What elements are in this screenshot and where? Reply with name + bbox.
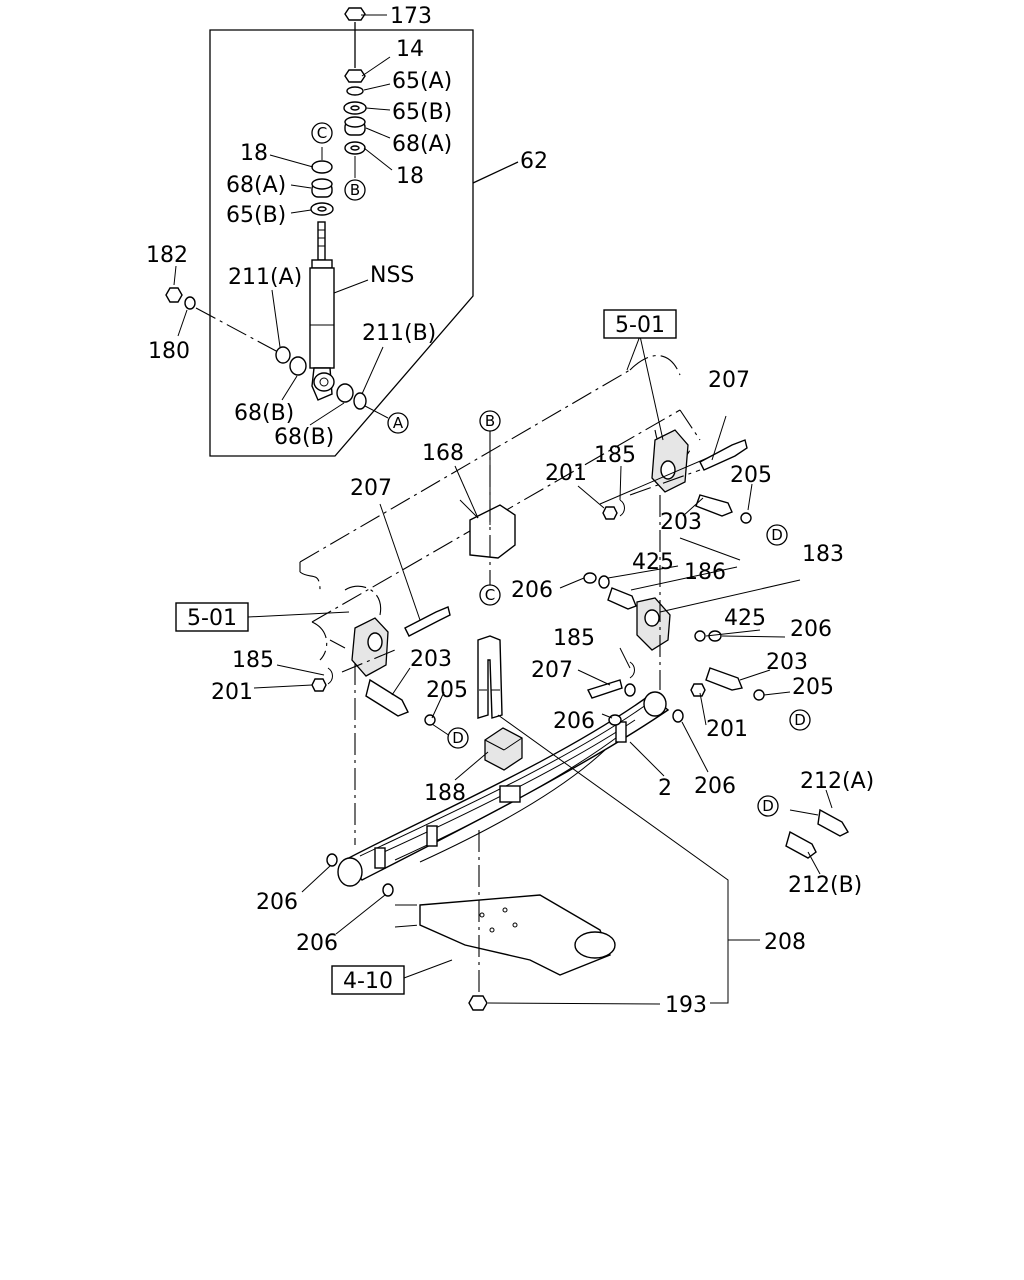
label-18-2: 18 bbox=[240, 141, 268, 166]
label-62: 62 bbox=[520, 149, 548, 174]
svg-text:C: C bbox=[317, 124, 327, 142]
label-201-3: 201 bbox=[706, 717, 748, 742]
shackle-hardware bbox=[311, 494, 849, 1011]
ref-box-5-01-top[interactable]: 5-01 bbox=[603, 309, 677, 339]
svg-text:B: B bbox=[350, 181, 360, 199]
rear-spring-hanger bbox=[351, 606, 451, 677]
label-18-1: 18 bbox=[396, 164, 424, 189]
label-185-3: 185 bbox=[232, 648, 274, 673]
part-labels: 173 14 65(A) 65(B) 68(A) 18 18 68(A) 65(… bbox=[146, 4, 874, 1018]
label-65b-2: 65(B) bbox=[226, 203, 286, 228]
label-203-1: 203 bbox=[660, 510, 702, 535]
label-203-2: 203 bbox=[410, 647, 452, 672]
label-207-1: 207 bbox=[708, 368, 750, 393]
svg-text:D: D bbox=[762, 797, 774, 815]
marker-b-168: B bbox=[479, 410, 501, 432]
label-212a: 212(A) bbox=[800, 769, 874, 794]
svg-text:C: C bbox=[485, 586, 495, 604]
label-207-3: 207 bbox=[531, 658, 573, 683]
label-186: 186 bbox=[684, 560, 726, 585]
label-206-5: 206 bbox=[256, 890, 298, 915]
label-205-1: 205 bbox=[730, 463, 772, 488]
label-188: 188 bbox=[424, 781, 466, 806]
svg-text:B: B bbox=[485, 412, 495, 430]
label-168: 168 bbox=[422, 441, 464, 466]
label-14: 14 bbox=[396, 37, 424, 62]
svg-text:D: D bbox=[452, 729, 464, 747]
label-68b-1: 68(B) bbox=[234, 401, 294, 426]
label-183: 183 bbox=[802, 542, 844, 567]
label-68b-2: 68(B) bbox=[274, 425, 334, 450]
label-206-3: 206 bbox=[553, 709, 595, 734]
svg-text:D: D bbox=[771, 526, 783, 544]
label-65b-1: 65(B) bbox=[392, 100, 452, 125]
label-207-2: 207 bbox=[350, 476, 392, 501]
label-206-2: 206 bbox=[790, 617, 832, 642]
marker-d-205b: D bbox=[447, 727, 469, 749]
ref-box-4-10[interactable]: 4-10 bbox=[331, 965, 405, 995]
marker-d-212: D bbox=[757, 795, 779, 817]
label-nss: NSS bbox=[370, 263, 414, 288]
label-206-1: 206 bbox=[511, 578, 553, 603]
label-212b: 212(B) bbox=[788, 873, 862, 898]
label-185-2: 185 bbox=[553, 626, 595, 651]
leader-lines bbox=[247, 335, 833, 1005]
label-206-6: 206 bbox=[296, 931, 338, 956]
svg-text:5-01: 5-01 bbox=[615, 313, 665, 338]
label-205-3: 205 bbox=[792, 675, 834, 700]
svg-text:4-10: 4-10 bbox=[343, 969, 393, 994]
label-425-1: 425 bbox=[632, 550, 674, 575]
label-203-3: 203 bbox=[766, 650, 808, 675]
u-bolt bbox=[477, 635, 503, 719]
label-205-2: 205 bbox=[426, 678, 468, 703]
label-206-4: 206 bbox=[694, 774, 736, 799]
label-68a-1: 68(A) bbox=[392, 132, 452, 157]
label-182: 182 bbox=[146, 243, 188, 268]
marker-c-top: C bbox=[311, 122, 333, 144]
label-185-1: 185 bbox=[594, 443, 636, 468]
label-68a-2: 68(A) bbox=[226, 173, 286, 198]
axle-seat bbox=[394, 894, 616, 976]
label-65a-1: 65(A) bbox=[392, 69, 452, 94]
label-193: 193 bbox=[665, 993, 707, 1018]
svg-text:A: A bbox=[393, 414, 404, 432]
marker-b-top: B bbox=[344, 179, 366, 201]
marker-d-205a: D bbox=[766, 524, 788, 546]
marker-d-205c: D bbox=[789, 709, 811, 731]
svg-text:5-01: 5-01 bbox=[187, 606, 237, 631]
label-2: 2 bbox=[658, 776, 672, 801]
label-211b: 211(B) bbox=[362, 321, 436, 346]
shock-absorber-assembly bbox=[165, 7, 519, 457]
label-173: 173 bbox=[390, 4, 432, 29]
marker-a-shock: A bbox=[387, 412, 409, 434]
label-425-2: 425 bbox=[724, 606, 766, 631]
label-208: 208 bbox=[764, 930, 806, 955]
bump-stopper bbox=[484, 727, 523, 771]
marker-c-168: C bbox=[479, 584, 501, 606]
svg-text:D: D bbox=[794, 711, 806, 729]
ref-box-5-01-left[interactable]: 5-01 bbox=[175, 602, 249, 632]
leaf-spring bbox=[337, 691, 670, 887]
label-180: 180 bbox=[148, 339, 190, 364]
label-201-2: 201 bbox=[211, 680, 253, 705]
label-211a: 211(A) bbox=[228, 265, 302, 290]
front-spring-hanger bbox=[599, 429, 748, 505]
label-201-1: 201 bbox=[545, 461, 587, 486]
